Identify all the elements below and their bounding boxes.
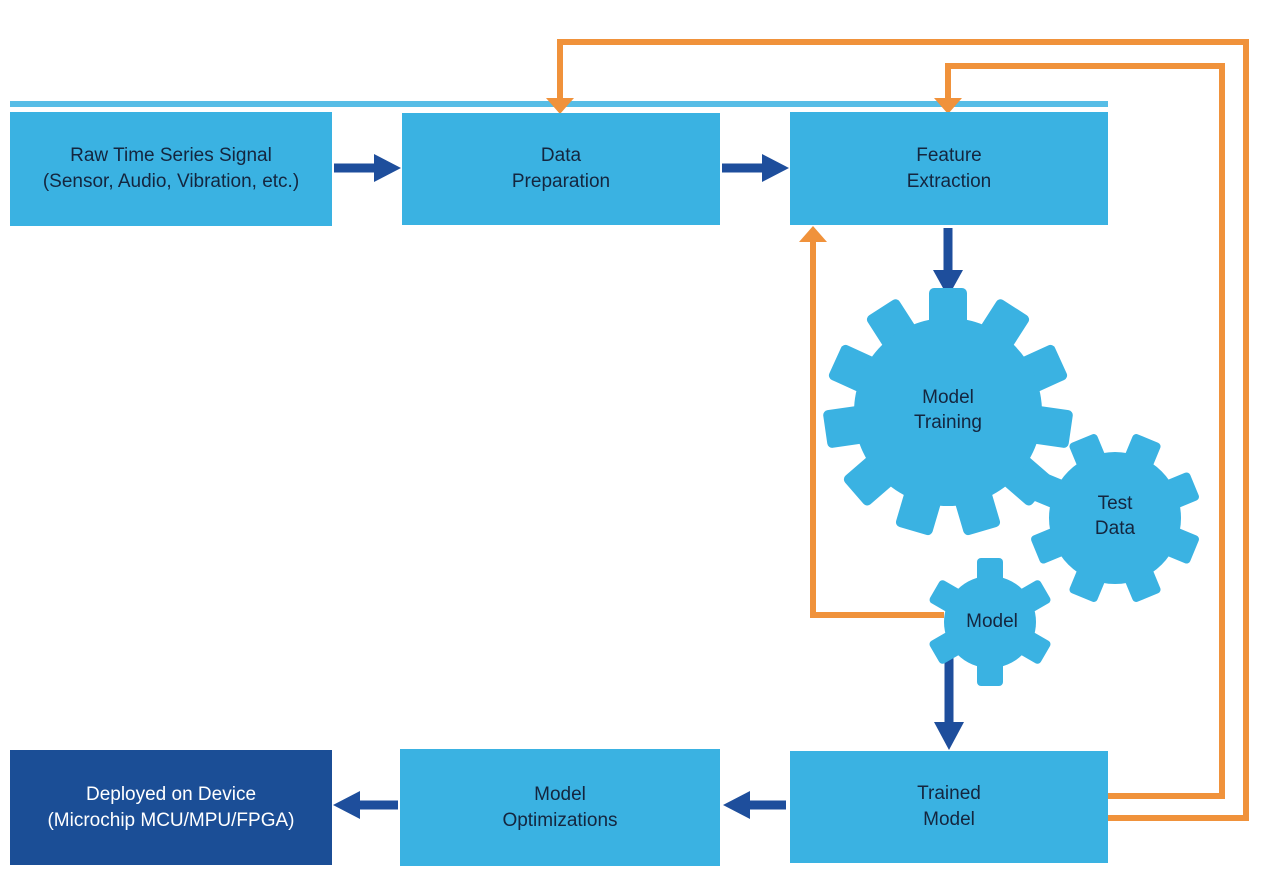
arrowhead-into-dataprep-left <box>374 154 401 182</box>
node-label-line: Extraction <box>906 170 992 192</box>
gear-label-model: Model <box>922 609 1062 634</box>
node-label-line: (Sensor, Audio, Vibration, etc.) <box>42 171 300 192</box>
gear-label-line: Training <box>914 412 982 433</box>
gear-label-line: Test <box>1097 493 1133 514</box>
feedback-trainedmodel-to-featureextract <box>945 63 1225 799</box>
arrowhead-into-trainedmodel <box>934 722 964 750</box>
arrowhead-into-featureextract-top <box>934 98 962 114</box>
gear-label-line: Model <box>966 611 1018 632</box>
model-gear-icon <box>929 558 1051 686</box>
gear-label-line: Data <box>1094 518 1136 539</box>
node-label-line: (Microchip MCU/MPU/FPGA) <box>47 809 295 831</box>
arrowhead-into-featureextract-bottom <box>799 226 827 242</box>
gear-label-test-data: Test Data <box>1045 491 1185 541</box>
node-model-optimizations: Model Optimizations <box>400 749 720 866</box>
arrowhead-into-featureextract-left <box>762 154 789 182</box>
feedback-paths <box>557 39 1249 821</box>
node-label-line: Model <box>923 809 975 830</box>
arrowhead-into-deployed <box>333 791 360 819</box>
gear-label-model-training: Model Training <box>848 385 1048 435</box>
feedback-arrowheads <box>546 98 962 242</box>
node-trained-model: Trained Model <box>790 751 1108 863</box>
feedback-model-to-featureextract <box>810 242 944 618</box>
arrowhead-into-optimizations <box>723 791 750 819</box>
node-label-line: Data <box>540 145 582 166</box>
feedback-trainedmodel-to-dataprep <box>557 39 1249 821</box>
node-deployed-on-device: Deployed on Device (Microchip MCU/MPU/FP… <box>10 750 332 865</box>
arrowhead-into-dataprep <box>546 98 574 114</box>
node-label-line: Raw Time Series Signal <box>70 145 272 166</box>
node-label-line: Deployed on Device <box>85 783 257 805</box>
node-feature-extraction: Feature Extraction <box>790 112 1108 225</box>
node-label-line: Model <box>534 783 586 805</box>
node-label-line: Preparation <box>511 171 611 192</box>
node-label-line: Optimizations <box>502 809 618 831</box>
flow-arrowheads <box>333 154 964 819</box>
test-data-gear-icon <box>1031 434 1199 602</box>
node-raw-time-series-signal: Raw Time Series Signal (Sensor, Audio, V… <box>10 112 332 226</box>
node-data-preparation: Data Preparation <box>402 113 720 225</box>
flow-shafts <box>334 163 954 810</box>
model-training-gear-icon <box>823 288 1073 536</box>
node-label-line: Trained <box>917 783 981 804</box>
gear-label-line: Model <box>922 387 974 408</box>
node-label-line: Feature <box>916 144 982 166</box>
arrowhead-into-training-gear <box>933 270 963 297</box>
